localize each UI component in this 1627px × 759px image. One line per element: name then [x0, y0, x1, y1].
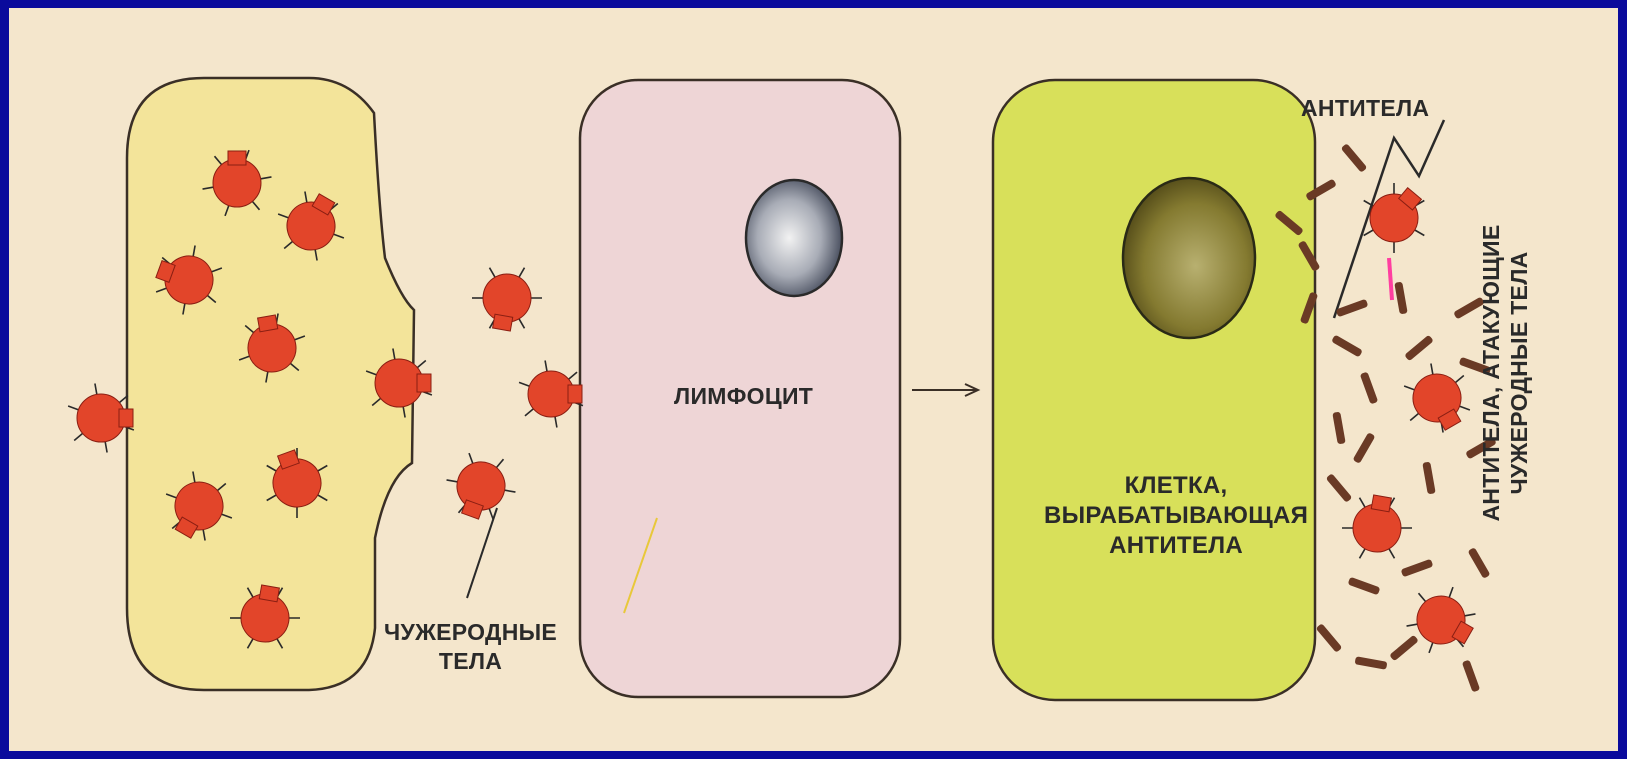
foreign-body	[1395, 574, 1486, 667]
antibody	[1331, 335, 1363, 358]
antibody-producing-cell	[993, 80, 1315, 700]
lymphocyte-label: ЛИМФОЦИТ	[674, 382, 813, 411]
attacking-antibodies-label: АНТИТЕЛА, АТАКУЮЩИЕ ЧУЖЕРОДНЫЕ ТЕЛА	[1477, 224, 1533, 521]
antibody	[1394, 282, 1407, 315]
producing-cell-nucleus	[1123, 178, 1255, 338]
antibodies-label: АНТИТЕЛА	[1301, 94, 1429, 123]
antibody	[1422, 462, 1435, 495]
attacking-label-line1: АНТИТЕЛА, АТАКУЮЩИЕ	[1477, 224, 1505, 521]
antibody	[1332, 412, 1345, 445]
antibody	[1348, 577, 1381, 595]
producing-cell-label-line3: АНТИТЕЛА	[1044, 531, 1308, 561]
foreign-body	[1337, 490, 1416, 567]
antibody	[1360, 372, 1378, 405]
illustration-frame: ЛИМФОЦИТ КЛЕТКА, ВЫРАБАТЫВАЮЩАЯ АНТИТЕЛА…	[9, 8, 1618, 751]
transformation-arrow	[912, 384, 978, 396]
foreign-body	[437, 443, 524, 528]
antibody	[1353, 432, 1376, 464]
foreign-body	[1346, 171, 1441, 266]
producing-cell-label: КЛЕТКА, ВЫРАБАТЫВАЮЩАЯ АНТИТЕЛА	[1044, 471, 1308, 561]
foreign-bodies-label-line1: ЧУЖЕРОДНЫЕ	[384, 618, 557, 647]
foreign-bodies-pointer	[467, 508, 497, 598]
producing-cell-label-line1: КЛЕТКА,	[1044, 471, 1308, 501]
antibody	[1341, 143, 1368, 173]
producing-cell-label-line2: ВЫРАБАТЫВАЮЩАЯ	[1044, 501, 1308, 531]
foreign-bodies-label: ЧУЖЕРОДНЫЕ ТЕЛА	[384, 618, 557, 676]
antibody	[1468, 547, 1491, 579]
attacking-label-line2: ЧУЖЕРОДНЫЕ ТЕЛА	[1505, 224, 1533, 521]
antibody	[1326, 473, 1353, 503]
foreign-bodies-label-line2: ТЕЛА	[384, 647, 557, 676]
antibody	[1404, 335, 1434, 362]
foreign-body	[68, 384, 134, 453]
lymphocyte-nucleus	[746, 180, 842, 296]
foreign-body	[467, 260, 546, 337]
foreign-body	[519, 361, 583, 428]
antibody	[1316, 623, 1343, 653]
antibody	[1389, 635, 1419, 662]
antibody	[1462, 660, 1480, 693]
antibody	[1401, 559, 1434, 577]
pink-mark	[1389, 258, 1392, 300]
antibody	[1355, 656, 1388, 669]
